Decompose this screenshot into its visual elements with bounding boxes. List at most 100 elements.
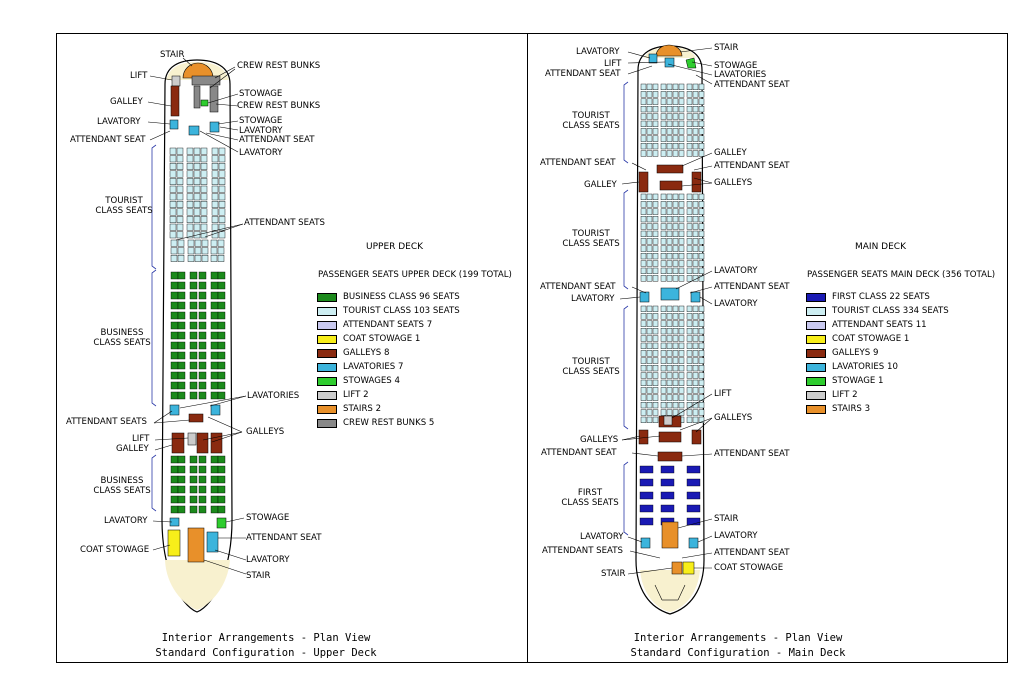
seat bbox=[193, 147, 201, 155]
seat bbox=[198, 341, 207, 350]
seat bbox=[652, 357, 659, 364]
seat bbox=[652, 402, 659, 409]
seat bbox=[640, 365, 647, 372]
seat bbox=[672, 238, 679, 245]
seat bbox=[189, 371, 198, 380]
seat bbox=[169, 231, 177, 239]
upper-tourist-seats bbox=[169, 147, 226, 262]
seat bbox=[169, 155, 177, 163]
seat bbox=[672, 150, 679, 157]
seat bbox=[692, 98, 699, 105]
upper-lav-5 bbox=[210, 404, 221, 416]
main-legend-label: ATTENDANT SEATS 11 bbox=[832, 320, 927, 330]
seat bbox=[678, 260, 685, 267]
seat bbox=[692, 260, 699, 267]
seat bbox=[692, 193, 699, 201]
seat bbox=[666, 215, 673, 223]
seat bbox=[177, 271, 186, 280]
seat bbox=[692, 201, 699, 208]
seat bbox=[652, 320, 659, 327]
seat bbox=[666, 252, 673, 260]
seat bbox=[186, 216, 194, 223]
seat bbox=[666, 372, 673, 379]
seat bbox=[646, 230, 653, 238]
seat bbox=[198, 321, 207, 330]
seat bbox=[686, 267, 693, 275]
seat bbox=[176, 185, 184, 193]
seat bbox=[217, 495, 226, 504]
seat bbox=[177, 455, 186, 464]
seat bbox=[646, 275, 653, 282]
seat bbox=[217, 311, 226, 320]
seat bbox=[686, 230, 693, 238]
seat bbox=[640, 142, 647, 150]
seat bbox=[672, 98, 679, 105]
main-label-first: FIRST CLASS SEATS bbox=[561, 488, 619, 508]
seat bbox=[698, 230, 705, 238]
main-label-coat-stowage: COAT STOWAGE bbox=[714, 563, 784, 573]
seat bbox=[198, 391, 207, 400]
upper-legend-swatch bbox=[317, 404, 337, 414]
seat bbox=[686, 320, 693, 327]
seat bbox=[660, 98, 667, 105]
seat bbox=[678, 379, 685, 387]
seat bbox=[217, 291, 226, 300]
seat bbox=[218, 216, 226, 223]
upper-label-attendant-seats-l: ATTENDANT SEATS bbox=[66, 417, 147, 427]
seat bbox=[200, 178, 208, 185]
seat bbox=[660, 365, 667, 372]
seat bbox=[640, 238, 647, 245]
seat bbox=[686, 208, 693, 215]
main-galley-3 bbox=[659, 180, 683, 191]
seat bbox=[652, 342, 659, 350]
seat bbox=[186, 170, 194, 178]
seat bbox=[672, 135, 679, 142]
main-legend-item: ATTENDANT SEATS 11 bbox=[806, 318, 949, 332]
main-legend-item: TOURIST CLASS 334 SEATS bbox=[806, 304, 949, 318]
seat bbox=[652, 328, 659, 335]
main-lift-mid bbox=[663, 415, 673, 426]
seat bbox=[692, 350, 699, 357]
seat bbox=[686, 365, 693, 372]
seat bbox=[646, 252, 653, 260]
seat bbox=[646, 135, 653, 142]
seat bbox=[646, 193, 653, 201]
seat bbox=[672, 120, 679, 128]
seat bbox=[686, 245, 693, 252]
seat bbox=[193, 178, 201, 185]
seat bbox=[217, 361, 226, 370]
upper-stair-low bbox=[187, 527, 205, 563]
seat bbox=[189, 321, 198, 330]
main-legend-label: STOWAGE 1 bbox=[832, 376, 884, 386]
seat bbox=[686, 142, 693, 150]
seat bbox=[186, 208, 194, 216]
seat bbox=[193, 223, 201, 231]
seat bbox=[177, 475, 186, 484]
upper-label-stowage-low: STOWAGE bbox=[246, 513, 290, 523]
seat bbox=[678, 275, 685, 282]
seat bbox=[686, 387, 693, 394]
seat bbox=[666, 402, 673, 409]
seat bbox=[193, 200, 201, 208]
seat bbox=[666, 320, 673, 327]
seat bbox=[198, 475, 207, 484]
seat bbox=[686, 150, 693, 157]
seat bbox=[660, 215, 667, 223]
seat bbox=[698, 223, 705, 230]
seat bbox=[686, 416, 693, 424]
seat bbox=[672, 193, 679, 201]
seat bbox=[177, 391, 186, 400]
upper-label-stowage-2: STOWAGE bbox=[239, 116, 283, 126]
main-stair-top bbox=[655, 44, 683, 57]
seat bbox=[193, 216, 201, 223]
seat bbox=[652, 135, 659, 142]
upper-deck-title: UPPER DECK bbox=[366, 242, 424, 252]
upper-label-galley-top: GALLEY bbox=[110, 97, 143, 107]
upper-legend-swatch bbox=[317, 418, 337, 428]
upper-legend-item: CREW REST BUNKS 5 bbox=[317, 416, 460, 430]
upper-label-galleys-r: GALLEYS bbox=[246, 427, 285, 437]
seat bbox=[640, 230, 647, 238]
upper-caption-line-1: Interior Arrangements - Plan View bbox=[161, 632, 371, 644]
seat bbox=[672, 313, 679, 320]
